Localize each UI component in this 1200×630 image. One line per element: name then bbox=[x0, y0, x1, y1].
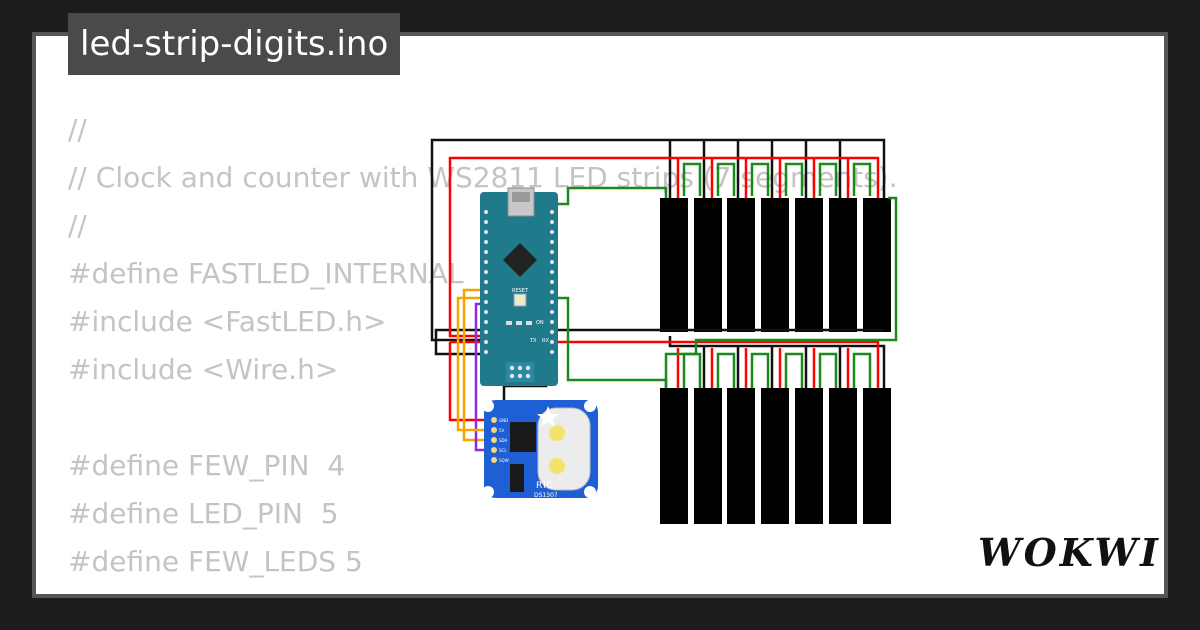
rtc-pin-label: SCL bbox=[499, 448, 507, 453]
led-strip[interactable] bbox=[761, 388, 789, 524]
code-line: #define FASTLED_INTERNAL bbox=[68, 257, 464, 290]
circuit-diagram: RESET ON TX RX bbox=[430, 138, 898, 524]
code-line: #define LED_PIN 5 bbox=[68, 497, 339, 530]
code-line: // bbox=[68, 113, 87, 146]
led-strip[interactable] bbox=[795, 198, 823, 332]
rtc-chip-label: DS1307 bbox=[534, 492, 558, 499]
rtc-pin-label: 5V bbox=[499, 428, 505, 433]
star-icon bbox=[537, 406, 559, 427]
wires-red bbox=[448, 156, 880, 422]
rtc-pin-label: SDA bbox=[499, 438, 508, 443]
crystal bbox=[510, 464, 524, 492]
project-title-tab: led-strip-digits.ino bbox=[68, 13, 401, 75]
pin-header-right bbox=[550, 210, 554, 354]
code-preview: // // Clock and counter with WS2811 LED s… bbox=[68, 106, 898, 594]
led-strip[interactable] bbox=[727, 198, 755, 332]
tx-label: TX bbox=[529, 338, 537, 344]
wires-black bbox=[430, 138, 886, 408]
rtc-pin-labels: GND 5V SDA SCL SQW bbox=[499, 418, 509, 463]
led-strip[interactable] bbox=[829, 198, 857, 332]
rtc-module[interactable]: RTC DS1307 GND 5V SDA SCL SQW bbox=[482, 400, 598, 499]
wires-green bbox=[554, 162, 898, 388]
led-strip[interactable] bbox=[863, 388, 891, 524]
led-strip[interactable] bbox=[694, 388, 722, 524]
wokwi-logo-text: WOKWI bbox=[978, 530, 1161, 575]
code-line: #include <Wire.h> bbox=[68, 353, 339, 386]
code-line: // Clock and counter with WS2811 LED str… bbox=[68, 161, 898, 194]
code-line: #define NUM_LEDS 35 bbox=[68, 586, 898, 594]
pin-header-left bbox=[484, 210, 488, 354]
rtc-chip bbox=[510, 422, 536, 452]
on-label: ON bbox=[536, 320, 544, 326]
led-strip[interactable] bbox=[761, 198, 789, 332]
code-line: // bbox=[68, 209, 87, 242]
rtc-pin-header bbox=[491, 417, 497, 463]
led-strip[interactable] bbox=[660, 198, 688, 332]
led-strip[interactable] bbox=[694, 198, 722, 332]
icsp-header bbox=[506, 362, 534, 382]
rx-label: RX bbox=[542, 338, 549, 344]
rtc-name: RTC bbox=[536, 481, 553, 491]
led-strip[interactable] bbox=[829, 388, 857, 524]
led-strip[interactable] bbox=[863, 198, 891, 332]
arduino-nano[interactable]: RESET ON TX RX bbox=[480, 187, 558, 386]
led-strip[interactable] bbox=[795, 388, 823, 524]
code-line: #include <FastLED.h> bbox=[68, 305, 387, 338]
led-strips-top bbox=[660, 198, 891, 332]
preview-card: // // Clock and counter with WS2811 LED s… bbox=[36, 36, 1164, 594]
led-strip[interactable] bbox=[727, 388, 755, 524]
project-filename: led-strip-digits.ino bbox=[80, 24, 389, 64]
led-strip[interactable] bbox=[660, 388, 688, 524]
led-strips-bottom bbox=[660, 388, 891, 524]
wokwi-logo: WOKWI bbox=[978, 528, 1161, 578]
code-line: #define FEW_PIN 4 bbox=[68, 449, 346, 482]
reset-label: RESET bbox=[512, 288, 529, 294]
rtc-pin-label: SQW bbox=[499, 458, 509, 463]
rtc-pin-label: GND bbox=[499, 418, 508, 423]
code-line: #define FEW_LEDS 5 bbox=[68, 545, 363, 578]
